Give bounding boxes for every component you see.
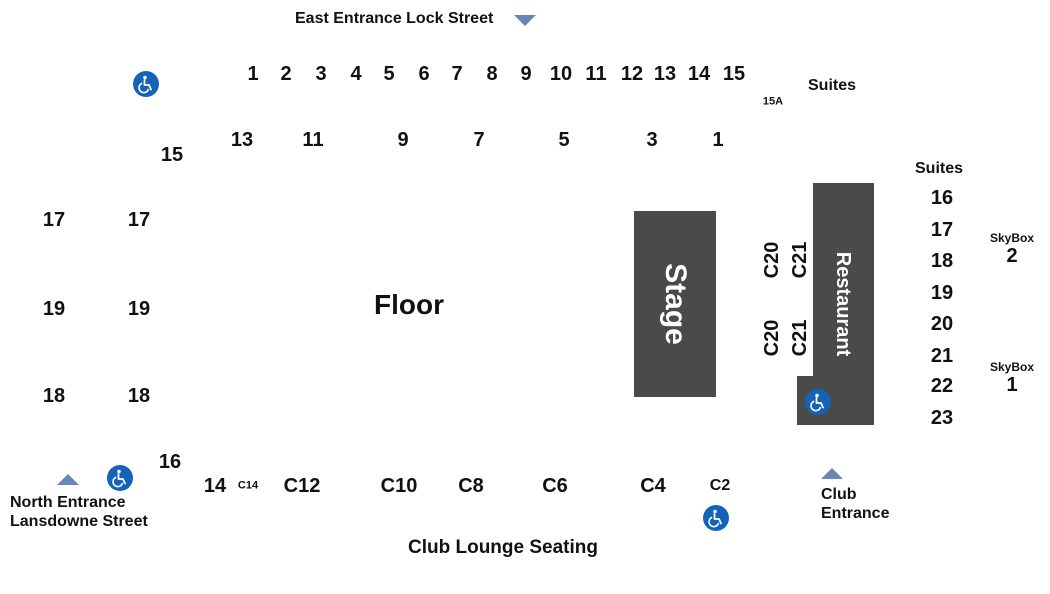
section-upper-1[interactable]: 1	[712, 129, 724, 151]
skybox-2-number: 2	[1006, 245, 1018, 267]
section-left-outer-19[interactable]: 19	[42, 298, 66, 320]
wheelchair-icon	[703, 505, 729, 531]
section-c8[interactable]: C8	[458, 475, 484, 497]
suites-right-label: Suites	[915, 160, 964, 177]
section-c2[interactable]: C2	[709, 477, 731, 494]
section-8[interactable]: 8	[486, 63, 498, 85]
section-11[interactable]: 11	[585, 63, 607, 85]
section-left-inner-18[interactable]: 18	[127, 385, 151, 407]
section-2[interactable]: 2	[280, 63, 292, 85]
section-c21-lower[interactable]: C21	[789, 319, 811, 357]
section-left-15[interactable]: 15	[160, 144, 184, 166]
section-15a[interactable]: 15A	[762, 95, 784, 108]
section-left-16[interactable]: 16	[158, 451, 182, 473]
section-12[interactable]: 12	[620, 63, 644, 85]
stage-block[interactable]: Stage	[634, 211, 716, 397]
restaurant-label: Restaurant	[832, 251, 855, 357]
section-upper-3[interactable]: 3	[646, 129, 658, 151]
skybox-2-label: SkyBox	[990, 231, 1035, 245]
triangle-up-icon	[57, 474, 79, 485]
suite-19[interactable]: 19	[930, 282, 954, 304]
section-upper-7[interactable]: 7	[473, 129, 485, 151]
east-entrance-label: East Entrance Lock Street	[295, 10, 494, 27]
section-14[interactable]: 14	[687, 63, 711, 85]
section-15[interactable]: 15	[722, 63, 746, 85]
triangle-down-icon	[514, 15, 536, 26]
section-upper-13[interactable]: 13	[230, 129, 254, 151]
section-1[interactable]: 1	[247, 63, 259, 85]
section-5[interactable]: 5	[383, 63, 395, 85]
section-c6[interactable]: C6	[542, 475, 568, 497]
suites-top-label: Suites	[808, 77, 857, 94]
triangle-up-icon	[821, 468, 843, 479]
section-upper-9[interactable]: 9	[397, 129, 409, 151]
skybox-1-label: SkyBox	[990, 360, 1035, 374]
suite-20[interactable]: 20	[930, 313, 954, 335]
suite-21[interactable]: 21	[930, 345, 954, 367]
suite-23[interactable]: 23	[930, 407, 954, 429]
skybox-1[interactable]: SkyBox 1	[990, 360, 1034, 396]
section-c10[interactable]: C10	[380, 475, 418, 497]
section-14-bottom[interactable]: 14	[203, 475, 227, 497]
section-c12[interactable]: C12	[283, 475, 321, 497]
floor-label[interactable]: Floor	[374, 289, 444, 320]
section-c21-upper[interactable]: C21	[789, 241, 811, 279]
suite-16[interactable]: 16	[930, 187, 954, 209]
north-entrance-label: North Entrance Lansdowne Street	[10, 493, 148, 531]
section-left-inner-19[interactable]: 19	[127, 298, 151, 320]
section-left-outer-17[interactable]: 17	[42, 209, 66, 231]
section-left-inner-17[interactable]: 17	[127, 209, 151, 231]
section-c20-lower[interactable]: C20	[761, 319, 783, 357]
club-entrance-label: Club Entrance	[821, 485, 889, 523]
section-c14[interactable]: C14	[237, 479, 259, 492]
club-entrance-line2: Entrance	[821, 505, 890, 522]
section-6[interactable]: 6	[418, 63, 430, 85]
section-c4[interactable]: C4	[640, 475, 666, 497]
section-10[interactable]: 10	[549, 63, 573, 85]
club-entrance-line1: Club	[821, 486, 857, 503]
section-9[interactable]: 9	[520, 63, 532, 85]
section-left-outer-18[interactable]: 18	[42, 385, 66, 407]
wheelchair-icon	[805, 389, 831, 415]
section-4[interactable]: 4	[350, 63, 362, 85]
wheelchair-icon	[133, 71, 159, 97]
section-upper-11[interactable]: 11	[302, 129, 324, 151]
suite-22[interactable]: 22	[930, 375, 954, 397]
section-13[interactable]: 13	[653, 63, 677, 85]
club-lounge-label: Club Lounge Seating	[408, 537, 598, 558]
section-7[interactable]: 7	[451, 63, 463, 85]
suite-18[interactable]: 18	[930, 250, 954, 272]
north-entrance-line2: Lansdowne Street	[10, 513, 148, 530]
suite-17[interactable]: 17	[930, 219, 954, 241]
skybox-2[interactable]: SkyBox 2	[990, 231, 1034, 267]
wheelchair-icon	[107, 465, 133, 491]
skybox-1-number: 1	[1006, 374, 1018, 396]
stage-label: Stage	[658, 263, 692, 345]
section-c20-upper[interactable]: C20	[761, 241, 783, 279]
section-upper-5[interactable]: 5	[558, 129, 570, 151]
section-3[interactable]: 3	[315, 63, 327, 85]
north-entrance-line1: North Entrance	[10, 494, 126, 511]
